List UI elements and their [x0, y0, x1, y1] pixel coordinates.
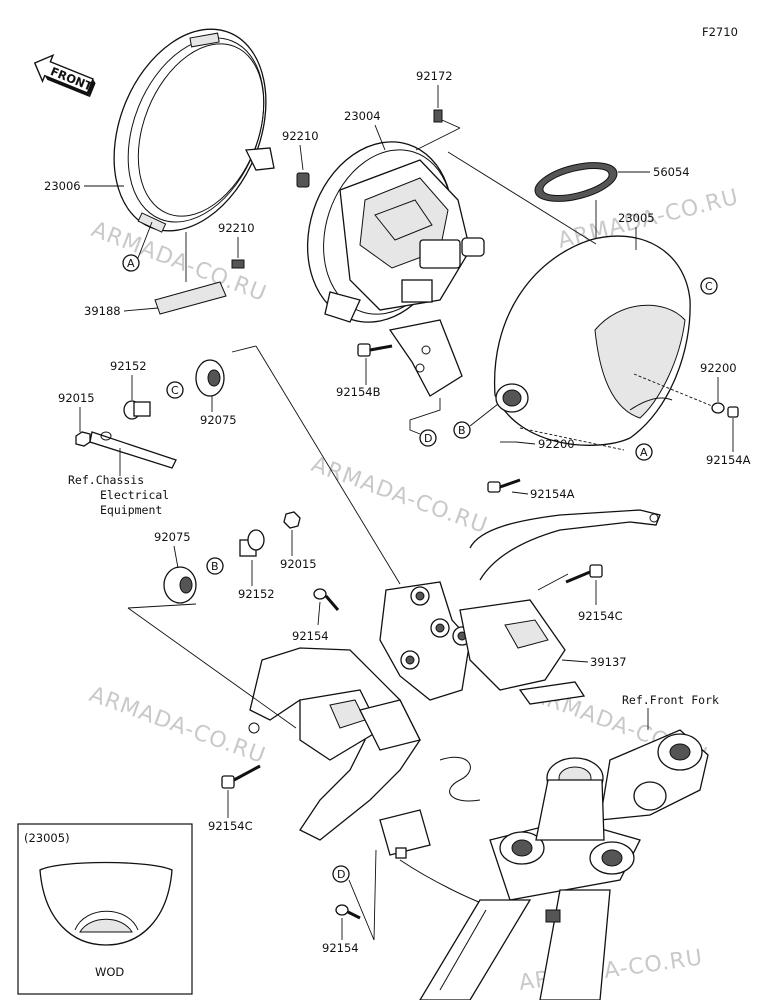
- bolt-92154C-right: [565, 564, 603, 584]
- svg-text:C: C: [171, 384, 179, 397]
- screw-92172: [433, 109, 443, 123]
- svg-text:B: B: [211, 560, 219, 573]
- inset-title: (23005): [24, 831, 70, 845]
- headlight-cowl-23005: [493, 235, 691, 446]
- inset-23005-wod: (23005) WOD: [17, 823, 193, 995]
- chassis-bracket: [89, 431, 177, 469]
- callout-b-right: [453, 421, 471, 439]
- label-92015-upper: 92015: [58, 391, 95, 405]
- bolt-92154-bottom: [335, 904, 361, 920]
- label-92015-lower: 92015: [280, 557, 317, 571]
- headlight-unit-23004: [306, 141, 485, 397]
- label-23006: 23006: [44, 179, 81, 193]
- front-arrow-icon: FRONT: [33, 53, 96, 98]
- label-92172: 92172: [416, 69, 453, 83]
- ref-chassis-line1: Ref.Chassis: [68, 473, 144, 487]
- inset-caption: WOD: [95, 965, 124, 979]
- svg-text:A: A: [640, 446, 648, 459]
- mounting-bracket-39137: [379, 509, 661, 705]
- label-92200-lower: 92200: [538, 437, 575, 451]
- nut-92015-upper: [75, 431, 91, 447]
- label-92154-mid: 92154: [292, 629, 329, 643]
- label-56054: 56054: [653, 165, 690, 179]
- bolt-92154A-right: [727, 406, 739, 418]
- svg-text:B: B: [458, 424, 466, 437]
- ref-chassis-line2: Electrical: [100, 488, 169, 502]
- headlight-stay-frame: [248, 647, 501, 911]
- label-92154C-right: 92154C: [578, 609, 623, 623]
- label-92152-upper: 92152: [110, 359, 147, 373]
- bolt-92154-mid: [313, 588, 340, 611]
- grommet-92075-lower: [163, 566, 197, 604]
- clip-92210-upper: [296, 172, 310, 188]
- callout-c-right: [700, 277, 718, 295]
- washer-92200-right: [711, 402, 725, 414]
- callout-a-right: [635, 443, 653, 461]
- collar-92152-upper: [123, 400, 151, 420]
- svg-text:C: C: [705, 280, 713, 293]
- callout-b-left: [206, 557, 224, 575]
- label-92200-right: 92200: [700, 361, 737, 375]
- label-92154B: 92154B: [336, 385, 381, 399]
- callout-c-left: [166, 381, 184, 399]
- label-92210-lower: 92210: [218, 221, 255, 235]
- label-92075-lower: 92075: [154, 530, 191, 544]
- label-92154A-right: 92154A: [706, 453, 751, 467]
- sticker-39188: [154, 281, 227, 315]
- front-fork: [419, 729, 709, 1000]
- clip-92210-lower: [231, 259, 245, 269]
- bolt-92154B: [357, 343, 393, 357]
- svg-text:D: D: [424, 432, 432, 445]
- ref-chassis-line3: Equipment: [100, 503, 162, 517]
- figure-id: F2710: [702, 25, 738, 39]
- callout-a-left: [122, 254, 140, 272]
- watermark-4: ARMADA-CO.RU: [86, 682, 269, 769]
- grommet-92075-upper: [195, 359, 225, 397]
- label-92154-bottom: 92154: [322, 941, 359, 955]
- svg-text:A: A: [127, 257, 135, 270]
- watermark-3: ARMADA-CO.RU: [308, 452, 491, 539]
- svg-text:D: D: [337, 868, 345, 881]
- callout-d-upper: [419, 429, 437, 447]
- label-92154C-left: 92154C: [208, 819, 253, 833]
- nut-92015-lower: [283, 511, 301, 529]
- callout-d-lower: [332, 865, 350, 883]
- label-39188: 39188: [84, 304, 121, 318]
- headlight-rim-23006: [113, 28, 275, 233]
- collar-92152-lower: [239, 529, 265, 557]
- label-39137: 39137: [590, 655, 627, 669]
- ref-front-fork: Ref.Front Fork: [622, 693, 719, 707]
- label-92075-upper: 92075: [200, 413, 237, 427]
- label-92210-upper: 92210: [282, 129, 319, 143]
- bolt-92154C-left: [221, 764, 261, 789]
- label-23004: 23004: [344, 109, 381, 123]
- label-92154A-lower: 92154A: [530, 487, 575, 501]
- emblem-56054: [534, 162, 618, 202]
- label-23005: 23005: [618, 211, 655, 225]
- bolt-92154A-lower: [487, 481, 501, 493]
- label-92152-lower: 92152: [238, 587, 275, 601]
